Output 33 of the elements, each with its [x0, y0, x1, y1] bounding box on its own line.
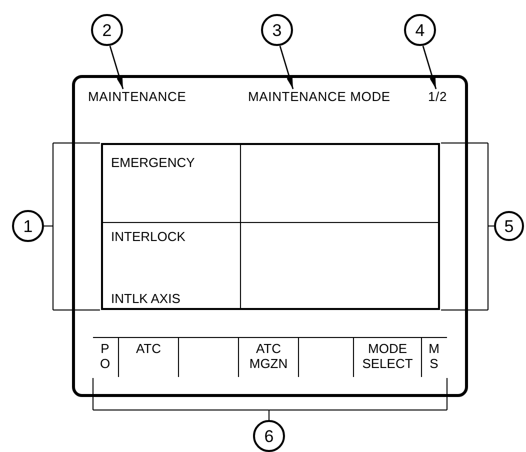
callout-label: 3	[272, 22, 282, 38]
display-table	[101, 143, 440, 310]
callout-number	[91, 14, 123, 46]
callout-label: 6	[264, 428, 274, 444]
softkey-label: ATC	[136, 341, 162, 358]
callout-number	[404, 14, 436, 46]
field-label: INTLK AXIS	[111, 290, 182, 308]
callout-label: 4	[415, 22, 425, 38]
softkey-label: MODE SELECT	[362, 341, 413, 373]
field-label: INTERLOCK	[111, 228, 186, 246]
callout-number	[494, 211, 524, 241]
mode-title: MAINTENANCE MODE	[248, 89, 414, 105]
screen-title: MAINTENANCE	[88, 89, 188, 105]
softkey-label: P O	[100, 341, 110, 373]
bracket-leader	[44, 142, 100, 310]
callout-number	[12, 210, 44, 242]
table-cell	[240, 222, 438, 308]
screen-frame	[72, 75, 468, 397]
callout-number	[253, 420, 285, 452]
callout-label: 2	[102, 22, 112, 38]
callout-label: 5	[504, 218, 514, 234]
leader-arrow	[109, 46, 124, 90]
softkey-label: ATC MGZN	[249, 341, 288, 373]
callout-label: 1	[23, 218, 33, 234]
page-number: 1/2	[428, 89, 460, 105]
leader-arrow	[422, 46, 437, 90]
field-label: EMERGENCY	[111, 154, 196, 172]
bracket-leader	[92, 378, 448, 420]
leader-arrow	[279, 46, 294, 90]
bracket-leader	[440, 142, 494, 310]
softkey-bar	[93, 337, 447, 377]
softkey-label: M S	[428, 341, 440, 373]
callout-number	[261, 14, 293, 46]
